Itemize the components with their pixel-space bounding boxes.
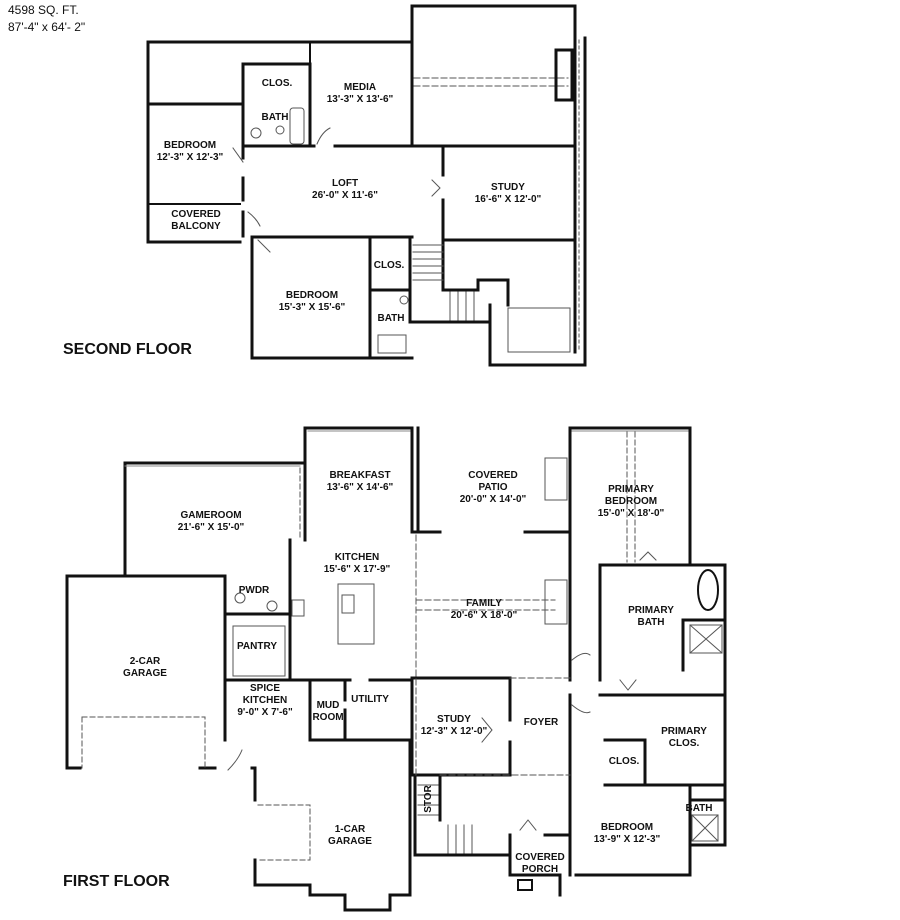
room-label-pwdr: PWDR <box>238 585 270 596</box>
room-label-stor: STOR <box>423 785 434 813</box>
second-floor-title: SECOND FLOOR <box>63 341 192 358</box>
room-label-clos-bedroom2: CLOS. <box>373 260 405 271</box>
room-label-pantry: PANTRY <box>237 641 277 652</box>
total-area: 4598 SQ. FT. <box>8 3 79 17</box>
room-label-bath-upper: BATH <box>261 112 289 123</box>
room-label-clos-lower: CLOS. <box>608 756 640 767</box>
room-label-clos-upper: CLOS. <box>261 78 293 89</box>
second-floor-details <box>149 39 580 354</box>
first-floor-title: FIRST FLOOR <box>63 873 170 890</box>
first-floor-details <box>81 430 723 891</box>
overall-dimensions: 87'-4" x 64'- 2" <box>8 20 86 34</box>
room-label-utility: UTILITY <box>351 694 389 705</box>
room-label-bath-bedroom2: BATH <box>377 313 405 324</box>
second-floor-walls <box>146 4 587 367</box>
room-label-foyer: FOYER <box>523 717 559 728</box>
first-floor-walls <box>65 426 727 912</box>
room-label-bath-lower: BATH <box>685 803 713 814</box>
